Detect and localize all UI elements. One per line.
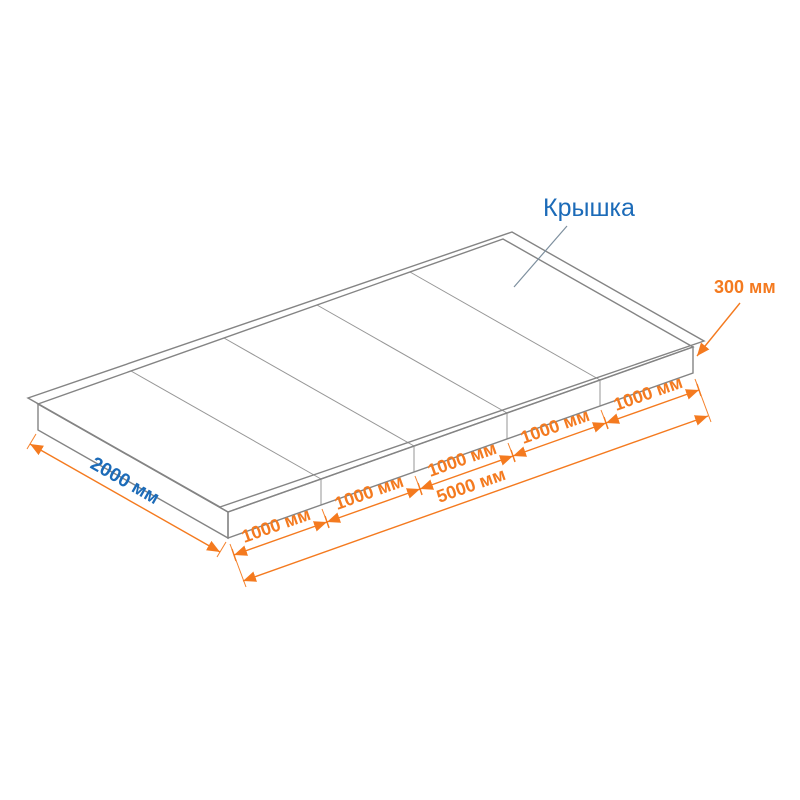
- dim-width-label: 2000 мм: [87, 453, 163, 509]
- dim-thickness-label: 300 мм: [714, 277, 776, 297]
- mattress-left-face: [37, 402, 229, 540]
- mattress-lid: [26, 231, 706, 508]
- dimension-annotations: 1000 мм 1000 мм 1000 мм 1000 мм 1000 мм …: [26, 194, 776, 588]
- width-dimension-line: [29, 443, 221, 553]
- mattress-top-face: [36, 238, 695, 513]
- thickness-leader-line: [696, 302, 741, 357]
- lid-label-leader: [513, 225, 568, 288]
- total-length-dimension-line: [242, 415, 709, 582]
- diaphragm-lines: [130, 271, 601, 505]
- gabion-mattress: [26, 231, 706, 540]
- segment-dimension-lines: [233, 389, 700, 556]
- lid-part-label: Крышка: [543, 194, 635, 222]
